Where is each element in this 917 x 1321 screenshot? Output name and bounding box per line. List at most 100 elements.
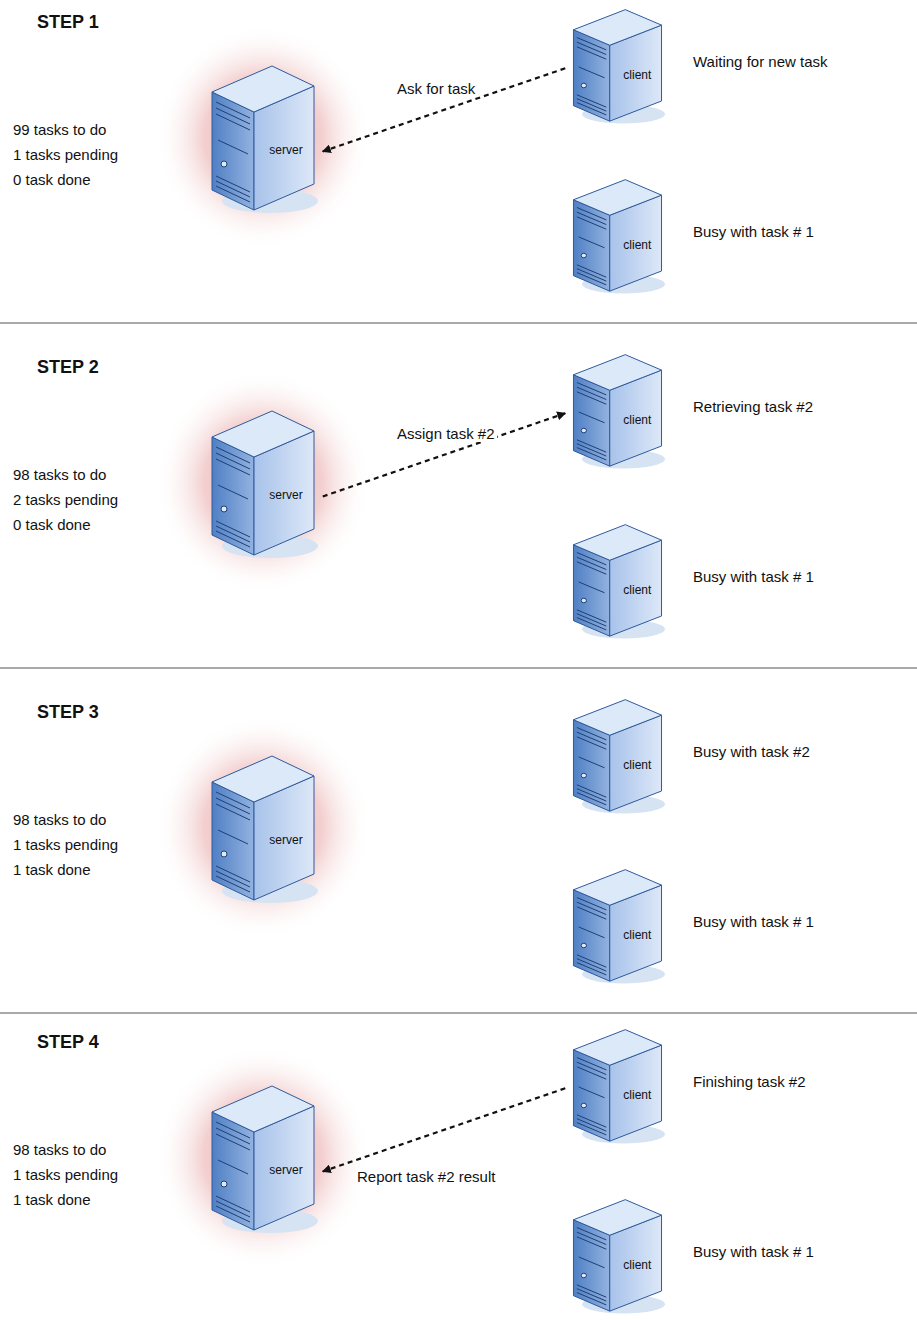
panel-divider [0,668,917,669]
icon-top-face [573,1200,661,1236]
icon-top-face [573,180,661,216]
icon-detail-line [216,521,250,537]
server-glow [155,370,371,594]
icon-label: client [623,1258,651,1272]
icon-front-face [212,782,254,900]
step-heading: STEP 2 [37,357,99,378]
icon-detail-line [579,412,605,423]
icon-power-dot [581,428,586,433]
icon-detail-line [216,866,250,882]
icon-power-dot [581,253,586,258]
icon-top-face [212,66,314,112]
icon-detail-line [579,582,605,593]
client-node: clientWaiting for new task [570,5,665,125]
icon-label: client [623,583,651,597]
icon-front-face [212,92,254,210]
icon-detail-line [216,176,250,192]
icon-detail-line [577,907,606,919]
icon-detail-line [579,757,605,768]
icon-detail-line [216,181,250,197]
task-counter: 0 task done [13,516,91,533]
icon-top-face [212,411,314,457]
icon-detail-line [216,531,250,547]
client-icon [570,5,665,125]
icon-power-dot [221,161,227,167]
icon-detail-line [216,1196,250,1212]
client-node: clientFinishing task #2 [570,1025,665,1145]
icon-detail-line [577,273,606,285]
icon-detail-line [577,793,606,805]
icon-detail-line [216,804,250,820]
client-icon [570,350,665,470]
icon-detail-line [577,47,606,59]
panel-divider [0,1013,917,1014]
icon-detail-line [577,562,606,574]
client-node: clientRetrieving task #2 [570,350,665,470]
icon-power-dot [221,851,227,857]
server-node: server [208,1080,318,1235]
icon-power-dot [221,1181,227,1187]
icon-label: client [623,68,651,82]
icon-detail-line [577,103,606,115]
server-glow [155,1045,371,1269]
edge-label: Report task #2 result [355,1168,497,1185]
icon-label: server [269,488,302,502]
icon-front-face [212,437,254,555]
icon-label: server [269,1163,302,1177]
status-text: Busy with task # 1 [693,1243,814,1260]
icon-label: server [269,143,302,157]
step-heading: STEP 1 [37,12,99,33]
icon-detail-line [577,392,606,404]
server-node: server [208,60,318,215]
icon-detail-line [577,1067,606,1079]
dashed-arrow [323,1088,566,1171]
client-icon [570,520,665,640]
icon-top-face [212,1086,314,1132]
icon-power-dot [581,773,586,778]
server-icon [208,1080,318,1235]
icon-detail-line [218,830,248,844]
step-heading: STEP 3 [37,702,99,723]
icon-power-dot [581,943,586,948]
task-counter: 98 tasks to do [13,1141,106,1158]
icon-detail-line [577,1123,606,1135]
icon-label: client [623,758,651,772]
client-node: clientBusy with task # 1 [570,175,665,295]
task-counter: 1 task done [13,1191,91,1208]
client-node: clientBusy with task # 1 [570,520,665,640]
icon-label: client [623,238,651,252]
task-counter: 1 tasks pending [13,146,118,163]
icon-top-face [573,525,661,561]
icon-top-face [573,355,661,391]
client-icon [570,695,665,815]
status-text: Busy with task # 1 [693,568,814,585]
client-icon [570,175,665,295]
server-glow [155,715,371,939]
icon-power-dot [221,506,227,512]
task-counter: 99 tasks to do [13,121,106,138]
task-counter: 1 task done [13,861,91,878]
edge-label: Assign task #2 [395,425,497,442]
status-text: Waiting for new task [693,53,828,70]
task-counter: 2 tasks pending [13,491,118,508]
icon-detail-line [577,217,606,229]
icon-label: client [623,928,651,942]
icon-detail-line [216,871,250,887]
client-icon [570,865,665,985]
task-counter: 98 tasks to do [13,811,106,828]
icon-top-face [573,1030,661,1066]
icon-detail-line [218,140,248,154]
edge-label: Ask for task [395,80,477,97]
icon-power-dot [581,83,586,88]
icon-detail-line [216,114,250,130]
status-text: Busy with task # 1 [693,223,814,240]
client-icon [570,1025,665,1145]
icon-power-dot [581,1273,586,1278]
icon-power-dot [581,1103,586,1108]
icon-detail-line [577,618,606,630]
icon-label: server [269,833,302,847]
icon-detail-line [216,1201,250,1217]
status-text: Busy with task # 1 [693,913,814,930]
